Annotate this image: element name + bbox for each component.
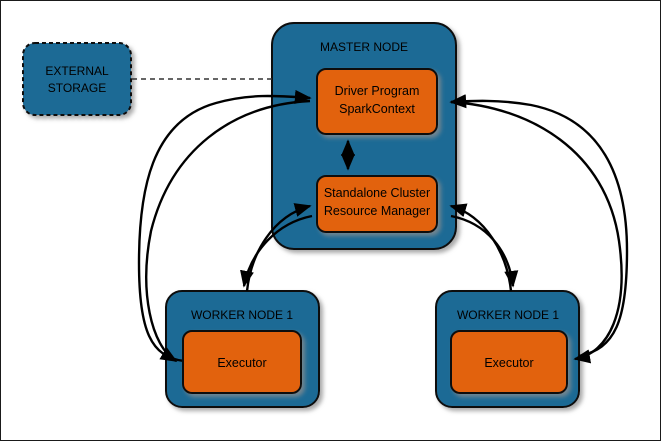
connector-driver-to-right-executor <box>450 100 623 364</box>
worker-node-right-label: WORKER NODE 1 <box>457 308 559 322</box>
executor-right-label: Executor <box>484 356 533 370</box>
executor-left-label: Executor <box>217 356 266 370</box>
resource-manager-box <box>316 175 438 233</box>
resource-manager-label-line1: Standalone Cluster <box>324 186 430 200</box>
external-storage-box <box>22 42 132 116</box>
external-storage-label-line2: STORAGE <box>48 81 106 95</box>
driver-program-label-line2: SparkContext <box>339 102 415 116</box>
connector-driver-to-left-executor <box>145 99 311 363</box>
executor-left-box <box>182 330 302 394</box>
driver-program-box <box>316 68 438 135</box>
executor-right-component[interactable] <box>450 330 568 394</box>
connector-resource-manager-to-left-worker <box>240 214 313 288</box>
executor-right-box <box>450 330 568 394</box>
connector-left-executor-to-driver <box>137 89 312 363</box>
connector-right-executor-to-driver <box>449 94 629 358</box>
resource-manager-component[interactable] <box>316 175 438 233</box>
executor-left-component[interactable] <box>182 330 302 394</box>
external-storage-node[interactable] <box>22 42 132 116</box>
resource-manager-label-line2: Resource Manager <box>324 204 430 218</box>
external-storage-label-line1: EXTERNAL <box>45 64 109 78</box>
driver-program-component[interactable] <box>316 68 438 135</box>
connector-resource-manager-to-right-worker <box>450 214 519 288</box>
driver-program-label-line1: Driver Program <box>335 84 420 98</box>
master-node-label: MASTER NODE <box>320 40 408 54</box>
worker-node-left-label: WORKER NODE 1 <box>191 308 293 322</box>
